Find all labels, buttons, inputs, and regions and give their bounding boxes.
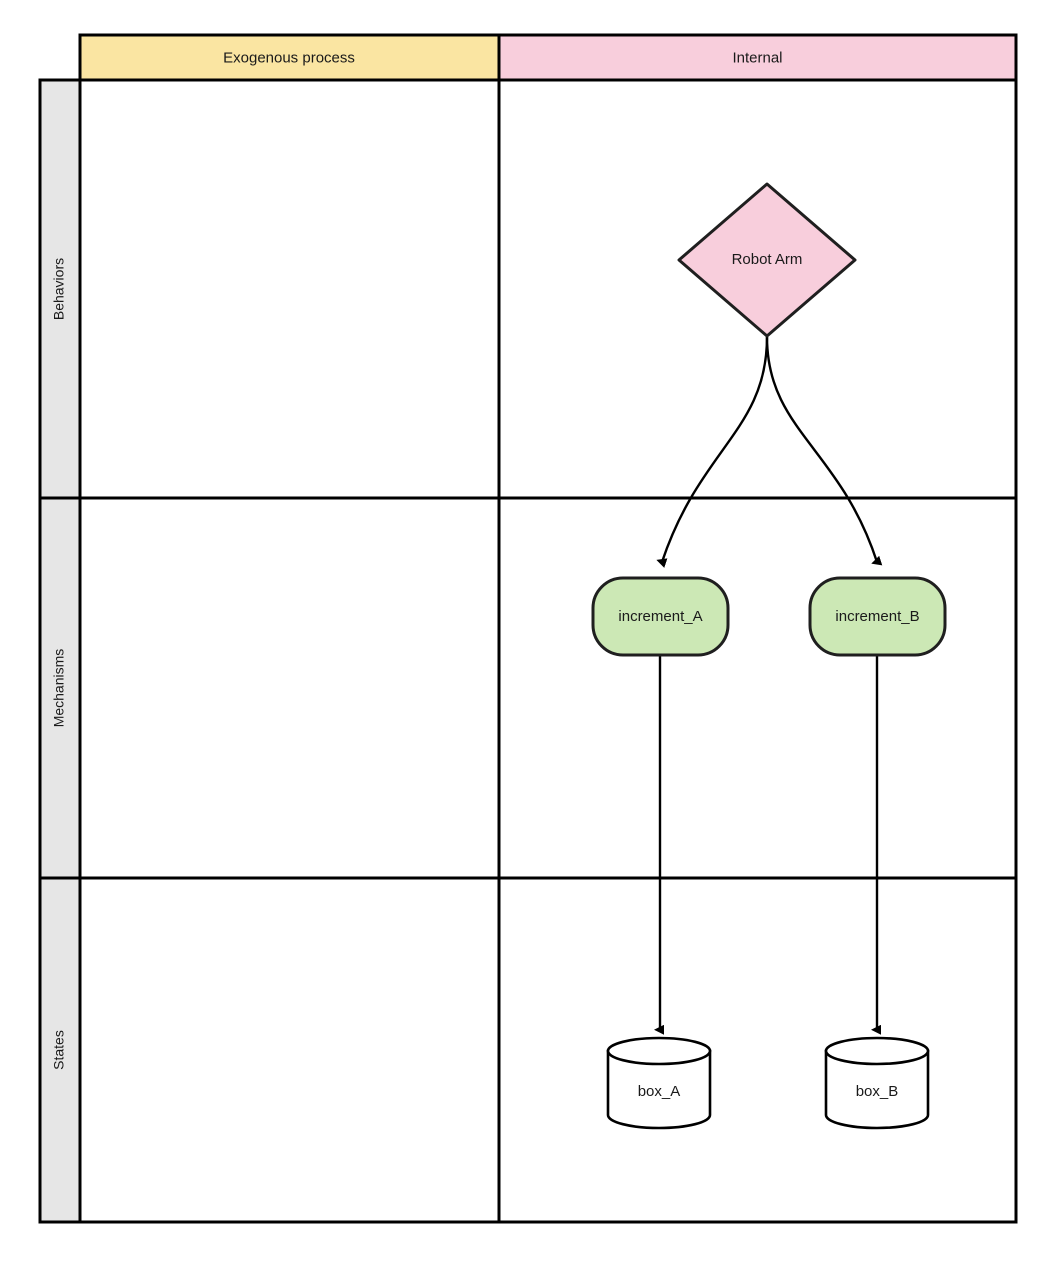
row-header-behaviors-label: Behaviors: [51, 258, 67, 320]
box-b-label: box_B: [856, 1083, 899, 1100]
column-header-internal-label: Internal: [732, 49, 782, 66]
robot-arm-label: Robot Arm: [732, 251, 803, 268]
column-header-exogenous-process: [78, 33, 501, 82]
grid-lines: [78, 78, 1018, 1224]
robot-arm-diamond-shape[interactable]: [677, 182, 857, 338]
node-increment-b[interactable]: increment_B: [808, 576, 947, 657]
box-a-cylinder-body[interactable]: [606, 1049, 712, 1130]
edge-robot-arm-to-increment-a: [656, 336, 769, 568]
increment-a-label: increment_A: [618, 608, 702, 625]
node-box-a[interactable]: box_A: [606, 1036, 712, 1130]
increment-b-shape[interactable]: [808, 576, 947, 657]
node-increment-a[interactable]: increment_A: [591, 576, 730, 657]
column-headers: Exogenous process Internal: [78, 33, 1018, 82]
edges: [654, 336, 883, 1035]
edge-robot-arm-to-increment-b: [765, 336, 883, 566]
row-header-mechanisms-label: Mechanisms: [51, 649, 67, 728]
box-a-cylinder-top: [606, 1036, 712, 1066]
row-header-states-label: States: [51, 1030, 67, 1070]
column-header-exogenous-process-label: Exogenous process: [223, 49, 355, 66]
increment-b-label: increment_B: [835, 608, 919, 625]
grid-outer-border: [78, 78, 1018, 1224]
box-b-cylinder-top: [824, 1036, 930, 1066]
node-box-b[interactable]: box_B: [824, 1036, 930, 1130]
column-header-internal: [497, 33, 1018, 82]
increment-a-shape[interactable]: [591, 576, 730, 657]
box-a-label: box_A: [638, 1083, 681, 1100]
row-headers: Behaviors Mechanisms States: [38, 78, 82, 1224]
node-robot-arm[interactable]: Robot Arm: [677, 182, 857, 338]
row-header-states: [38, 876, 82, 1224]
row-header-behaviors: [38, 78, 82, 500]
box-b-cylinder-body[interactable]: [824, 1049, 930, 1130]
